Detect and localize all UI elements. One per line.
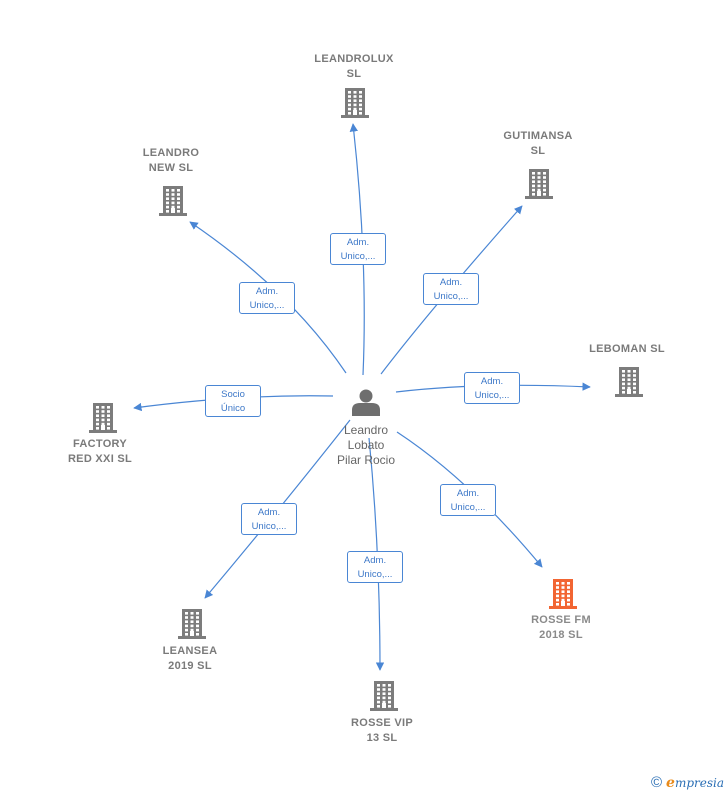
company-label-line: LEBOMAN SL	[589, 343, 665, 355]
relation-label-line: Único	[220, 403, 246, 414]
building-icon[interactable]	[341, 88, 369, 118]
relation-label-line: Unico,...	[249, 300, 285, 311]
relation-label-leboman[interactable]: Adm. Unico,...	[464, 372, 520, 404]
company-label-line: NEW SL	[148, 162, 194, 174]
relation-label-line: Unico,...	[450, 502, 486, 513]
relation-label-rosse-fm-2018[interactable]: Adm. Unico,...	[440, 484, 496, 516]
building-icon[interactable]	[370, 681, 398, 711]
building-icon[interactable]	[549, 579, 577, 609]
relation-label-line: Adm.	[363, 555, 387, 566]
relation-label-leansea-2019[interactable]: Adm. Unico,...	[241, 503, 297, 535]
footer-brand: © empresia	[651, 774, 724, 791]
relation-label-line: Unico,...	[340, 251, 376, 262]
company-label-rosse-vip-13[interactable]: ROSSE VIP 13 SL	[322, 716, 442, 746]
relation-label-gutimansa[interactable]: Adm. Unico,...	[423, 273, 479, 305]
building-icon[interactable]	[159, 186, 187, 216]
relation-label-line: Unico,...	[433, 291, 469, 302]
person-icon[interactable]	[352, 389, 380, 417]
company-label-line: SL	[346, 68, 362, 80]
company-label-line: 13 SL	[366, 732, 398, 744]
company-label-line: RED XXI SL	[67, 453, 133, 465]
building-icon[interactable]	[615, 367, 643, 397]
company-label-leansea-2019[interactable]: LEANSEA 2019 SL	[130, 644, 250, 674]
company-label-line: LEANDRO	[142, 147, 200, 159]
person-name-line: Leandro	[343, 423, 389, 437]
relation-label-line: Adm.	[480, 376, 504, 387]
company-label-gutimansa[interactable]: GUTIMANSA SL	[478, 129, 598, 159]
building-icon[interactable]	[178, 609, 206, 639]
relation-label-rosse-vip-13[interactable]: Adm. Unico,...	[347, 551, 403, 583]
company-label-line: 2018 SL	[539, 629, 583, 641]
relation-label-line: Adm.	[257, 507, 281, 518]
person-name-line: Lobato	[347, 438, 385, 452]
relation-label-line: Unico,...	[474, 390, 510, 401]
building-icon[interactable]	[525, 169, 553, 199]
building-icon[interactable]	[89, 403, 117, 433]
relation-label-leandrolux[interactable]: Adm. Unico,...	[330, 233, 386, 265]
relation-label-line: Adm.	[456, 488, 480, 499]
company-label-leandrolux[interactable]: LEANDROLUX SL	[294, 52, 414, 82]
company-label-line: LEANDROLUX	[314, 53, 394, 65]
company-label-factory-red-xxi[interactable]: FACTORY RED XXI SL	[40, 437, 160, 467]
brand-logo: empresia	[666, 774, 724, 791]
company-label-leboman[interactable]: LEBOMAN SL	[567, 342, 687, 357]
company-label-line: GUTIMANSA	[503, 130, 573, 142]
company-label-leandro-new[interactable]: LEANDRO NEW SL	[111, 146, 231, 176]
relation-label-line: Adm.	[346, 237, 370, 248]
relation-label-line: Adm.	[439, 277, 463, 288]
company-label-line: FACTORY	[72, 438, 128, 450]
person-name-line: Pilar Rocio	[336, 453, 396, 467]
relation-label-line: Unico,...	[357, 569, 393, 580]
company-label-line: ROSSE FM	[531, 614, 591, 626]
relation-label-line: Socio	[221, 389, 245, 400]
company-label-line: LEANSEA	[162, 645, 218, 657]
company-label-line: 2019 SL	[168, 660, 212, 672]
copyright-icon: ©	[650, 774, 663, 791]
company-label-rosse-fm-2018[interactable]: ROSSE FM 2018 SL	[501, 613, 621, 643]
relation-label-line: Adm.	[255, 286, 279, 297]
relation-label-line: Unico,...	[251, 521, 287, 532]
company-label-line: SL	[530, 145, 546, 157]
relation-label-leandro-new[interactable]: Adm. Unico,...	[239, 282, 295, 314]
company-label-line: ROSSE VIP	[351, 717, 413, 729]
